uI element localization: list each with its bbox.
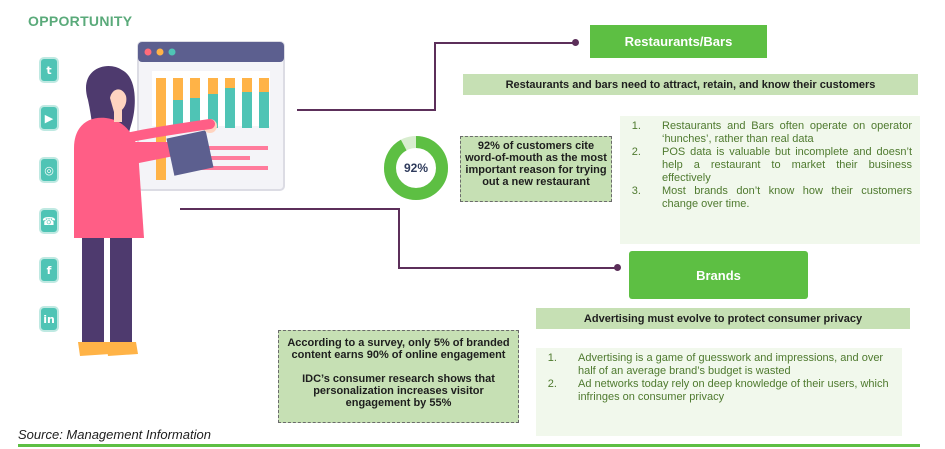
- donut-value-label: 92%: [404, 161, 428, 175]
- mini-bar-chart-graphic: [156, 78, 269, 128]
- connector-line: [434, 42, 574, 44]
- section-heading: OPPORTUNITY: [28, 13, 133, 29]
- source-note: Source: Management Information: [18, 427, 211, 442]
- donut-stat: 92%: [384, 136, 448, 200]
- connector-dot: [614, 264, 621, 271]
- bottom-rule: [18, 444, 920, 447]
- list-item: Restaurants and Bars often operate on op…: [644, 120, 912, 146]
- instagram-icon[interactable]: ◎: [39, 157, 59, 183]
- word-of-mouth-note: 92% of customers cite word-of-mouth as t…: [460, 136, 612, 202]
- survey-stats-box: According to a survey, only 5% of brande…: [278, 330, 519, 423]
- list-item: Ad networks today rely on deep knowledge…: [560, 378, 896, 404]
- connector-line: [180, 208, 400, 210]
- connector-line: [398, 208, 400, 269]
- brands-subtitle: Advertising must evolve to protect consu…: [536, 308, 910, 329]
- brands-title-badge: Brands: [629, 251, 808, 299]
- connector-dot: [572, 39, 579, 46]
- connector-line: [434, 42, 436, 111]
- chat-icon[interactable]: ☎: [39, 208, 59, 234]
- restaurants-title-badge: Restaurants/Bars: [590, 25, 767, 58]
- facebook-icon[interactable]: f: [39, 257, 59, 283]
- survey-line-2: IDC’s consumer research shows that perso…: [302, 373, 495, 409]
- list-item: Advertising is a game of guesswork and i…: [560, 352, 896, 378]
- connector-line: [297, 109, 436, 111]
- analyst-illustration: [74, 41, 285, 356]
- list-item: POS data is valuable but incomplete and …: [644, 146, 912, 185]
- brands-points: Advertising is a game of guesswork and i…: [536, 348, 902, 436]
- list-item: Most brands don’t know how their custome…: [644, 185, 912, 211]
- play-icon[interactable]: ▶: [39, 105, 59, 131]
- connector-line: [398, 267, 616, 269]
- restaurants-points: Restaurants and Bars often operate on op…: [620, 116, 920, 244]
- woman-figure: [74, 65, 217, 356]
- survey-line-1: According to a survey, only 5% of brande…: [287, 337, 510, 361]
- tumblr-icon[interactable]: t: [39, 57, 59, 83]
- restaurants-subtitle: Restaurants and bars need to attract, re…: [463, 74, 918, 95]
- linkedin-icon[interactable]: in: [39, 306, 59, 332]
